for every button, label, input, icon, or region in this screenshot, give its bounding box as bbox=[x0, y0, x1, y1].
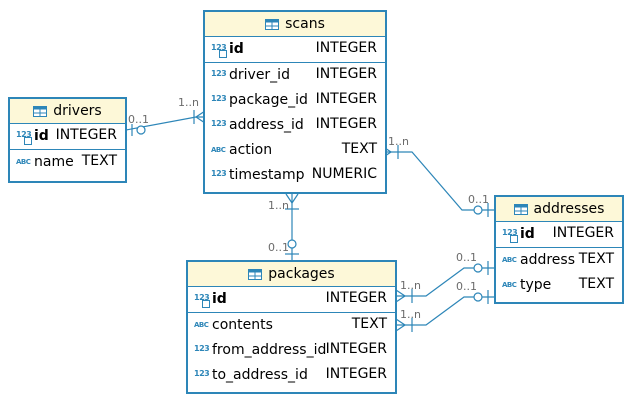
column-type: INTEGER bbox=[55, 127, 117, 143]
entity-packages-header[interactable]: packages bbox=[188, 262, 395, 287]
circle-packages-scan bbox=[287, 239, 297, 249]
entity-addresses-header[interactable]: addresses bbox=[496, 197, 622, 222]
column-name: to_address_id bbox=[212, 367, 308, 383]
numeric-key-icon: 123 bbox=[502, 228, 519, 243]
column-name: address_id bbox=[229, 117, 304, 133]
table-icon bbox=[248, 268, 263, 280]
column-type: INTEGER bbox=[315, 91, 377, 107]
column-name: from_address_id bbox=[212, 342, 327, 358]
column-name: action bbox=[229, 142, 273, 158]
column-row-id[interactable]: 123 id INTEGER bbox=[188, 287, 395, 313]
cardinality-scans-driver: 1..n bbox=[178, 96, 199, 109]
column-row-type[interactable]: ABC type TEXT bbox=[496, 273, 622, 298]
numeric-icon: 123 bbox=[194, 369, 210, 378]
numeric-icon: 123 bbox=[211, 119, 227, 128]
column-type: INTEGER bbox=[315, 116, 377, 132]
table-icon bbox=[513, 203, 528, 215]
cardinality-addresses-from: 0..1 bbox=[456, 251, 477, 264]
numeric-icon: 123 bbox=[194, 344, 210, 353]
column-type: TEXT bbox=[578, 276, 614, 292]
column-type: INTEGER bbox=[315, 40, 377, 56]
numeric-icon: 123 bbox=[211, 169, 227, 178]
column-name: name bbox=[34, 154, 74, 170]
entity-scans-header[interactable]: scans bbox=[205, 12, 385, 37]
column-row-address-id[interactable]: 123 address_id INTEGER bbox=[205, 113, 385, 138]
column-name: package_id bbox=[229, 92, 308, 108]
entity-title: packages bbox=[268, 266, 335, 282]
column-row-from-address-id[interactable]: 123 from_address_id INTEGER bbox=[188, 338, 395, 363]
column-type: TEXT bbox=[578, 251, 614, 267]
numeric-key-icon: 123 bbox=[16, 130, 33, 145]
column-row-package-id[interactable]: 123 package_id INTEGER bbox=[205, 88, 385, 113]
column-name: id bbox=[520, 226, 535, 242]
circle-addresses-scan bbox=[473, 205, 483, 215]
crowfoot-scans-package bbox=[285, 193, 293, 204]
column-type: TEXT bbox=[81, 153, 117, 169]
entity-drivers-header[interactable]: drivers bbox=[10, 99, 125, 124]
cardinality-addresses-scan: 0..1 bbox=[468, 193, 489, 206]
table-icon bbox=[33, 105, 48, 117]
column-row-action[interactable]: ABC action TEXT bbox=[205, 138, 385, 163]
entity-packages[interactable]: packages 123 id INTEGER ABC contents TEX… bbox=[186, 260, 397, 394]
column-row-name[interactable]: ABC name TEXT bbox=[10, 150, 125, 175]
cardinality-drivers: 0..1 bbox=[128, 113, 149, 126]
column-row-id[interactable]: 123 id INTEGER bbox=[496, 222, 622, 248]
column-row-timestamp[interactable]: 123 timestamp NUMERIC bbox=[205, 163, 385, 188]
column-type: INTEGER bbox=[325, 366, 387, 382]
crowfoot-packages-to bbox=[395, 318, 406, 326]
text-icon: ABC bbox=[502, 256, 517, 264]
entity-drivers[interactable]: drivers 123 id INTEGER ABC name TEXT bbox=[8, 97, 127, 183]
numeric-icon: 123 bbox=[211, 94, 227, 103]
column-type: INTEGER bbox=[325, 290, 387, 306]
crowfoot-packages-from-b bbox=[395, 295, 406, 303]
column-row-id[interactable]: 123 id INTEGER bbox=[205, 37, 385, 63]
crowfoot-scans-package-b bbox=[291, 193, 299, 204]
column-name: contents bbox=[212, 317, 273, 333]
column-name: timestamp bbox=[229, 167, 305, 183]
numeric-key-icon: 123 bbox=[211, 43, 228, 58]
column-row-to-address-id[interactable]: 123 to_address_id INTEGER bbox=[188, 363, 395, 388]
circle-addresses-from bbox=[473, 263, 483, 273]
table-icon bbox=[265, 18, 280, 30]
crowfoot-packages-from bbox=[395, 289, 406, 297]
numeric-icon: 123 bbox=[211, 69, 227, 78]
circle-drivers bbox=[136, 125, 146, 135]
circle-addresses-to bbox=[473, 292, 483, 302]
crowfoot-packages-to-b bbox=[395, 324, 406, 332]
column-type: INTEGER bbox=[315, 66, 377, 82]
numeric-key-icon: 123 bbox=[194, 293, 211, 308]
column-name: id bbox=[34, 128, 49, 144]
entity-title: addresses bbox=[533, 201, 605, 217]
entity-title: drivers bbox=[53, 103, 102, 119]
cardinality-addresses-to: 0..1 bbox=[456, 280, 477, 293]
column-name: address bbox=[520, 252, 576, 268]
text-icon: ABC bbox=[16, 158, 31, 166]
column-type: TEXT bbox=[341, 141, 377, 157]
column-type: NUMERIC bbox=[311, 166, 377, 182]
cardinality-scans-address: 1..n bbox=[388, 135, 409, 148]
column-name: id bbox=[212, 291, 227, 307]
cardinality-packages-to: 1..n bbox=[400, 308, 421, 321]
entity-scans[interactable]: scans 123 id INTEGER 123 driver_id INTEG… bbox=[203, 10, 387, 194]
column-row-contents[interactable]: ABC contents TEXT bbox=[188, 313, 395, 338]
entity-addresses[interactable]: addresses 123 id INTEGER ABC address TEX… bbox=[494, 195, 624, 304]
column-row-driver-id[interactable]: 123 driver_id INTEGER bbox=[205, 63, 385, 88]
column-name: driver_id bbox=[229, 67, 290, 83]
column-type: INTEGER bbox=[552, 225, 614, 241]
column-name: id bbox=[229, 41, 244, 57]
text-icon: ABC bbox=[194, 321, 209, 329]
column-type: INTEGER bbox=[325, 341, 387, 357]
cardinality-scans-package: 1..n bbox=[268, 199, 289, 212]
column-type: TEXT bbox=[351, 316, 387, 332]
column-name: type bbox=[520, 277, 552, 293]
entity-title: scans bbox=[285, 16, 325, 32]
column-row-address[interactable]: ABC address TEXT bbox=[496, 248, 622, 273]
text-icon: ABC bbox=[211, 146, 226, 154]
column-row-id[interactable]: 123 id INTEGER bbox=[10, 124, 125, 150]
cardinality-packages-scan: 0..1 bbox=[268, 241, 289, 254]
text-icon: ABC bbox=[502, 281, 517, 289]
cardinality-packages-from: 1..n bbox=[400, 279, 421, 292]
